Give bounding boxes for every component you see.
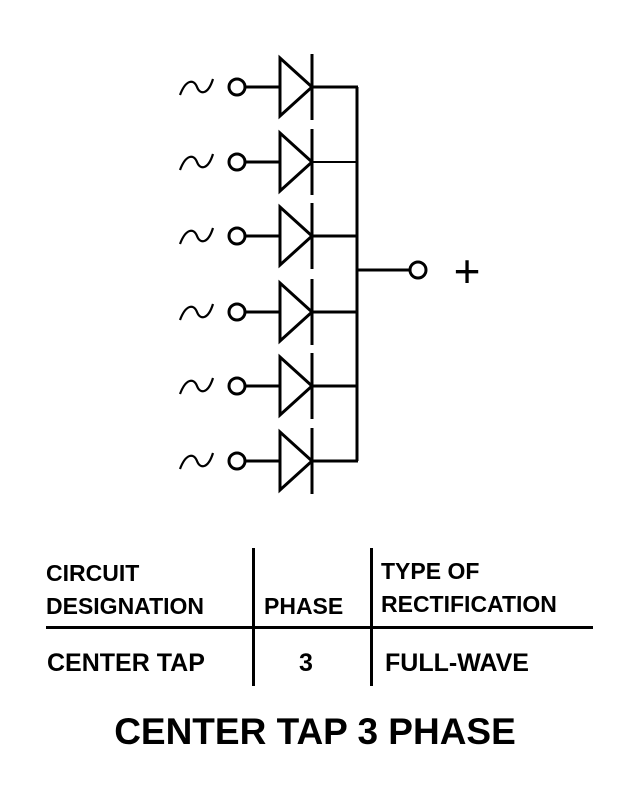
table-column-divider-2	[370, 548, 373, 686]
col-header-type-line2: RECTIFICATION	[381, 591, 557, 617]
diode-4	[278, 279, 315, 345]
col-header-circuit-line1: CIRCUIT	[46, 560, 140, 586]
cell-circuit-designation: CENTER TAP	[47, 649, 205, 677]
diode-1	[278, 54, 315, 120]
ac-source-symbol-4	[178, 303, 215, 321]
diode-2	[278, 129, 315, 195]
col-header-circuit-line2: DESIGNATION	[46, 593, 205, 619]
table-column-divider-1	[252, 548, 255, 686]
diode-6	[278, 428, 315, 494]
input-terminal-5	[227, 376, 247, 396]
input-terminal-1	[227, 77, 247, 97]
positive-output-symbol: +	[454, 245, 481, 297]
input-terminal-3	[227, 226, 247, 246]
input-terminal-6	[227, 451, 247, 471]
output-terminal	[408, 260, 428, 280]
diode-3	[278, 203, 315, 269]
diode-branches	[178, 54, 358, 494]
rectifier-schematic: +	[178, 54, 481, 494]
cell-rectification-type: FULL-WAVE	[385, 649, 529, 677]
ac-source-symbol-1	[178, 78, 215, 96]
ac-source-symbol-3	[178, 227, 215, 245]
input-terminal-4	[227, 302, 247, 322]
diagram-caption: CENTER TAP 3 PHASE	[114, 711, 516, 752]
input-terminal-2	[227, 152, 247, 172]
diode-5	[278, 353, 315, 419]
cell-phase: 3	[299, 649, 313, 677]
col-header-type-line1: TYPE OF	[381, 558, 480, 584]
table-header-rule	[46, 626, 593, 629]
ac-source-symbol-2	[178, 153, 215, 171]
ac-source-symbol-5	[178, 377, 215, 395]
ac-source-symbol-6	[178, 452, 215, 470]
col-header-phase: PHASE	[264, 593, 344, 619]
